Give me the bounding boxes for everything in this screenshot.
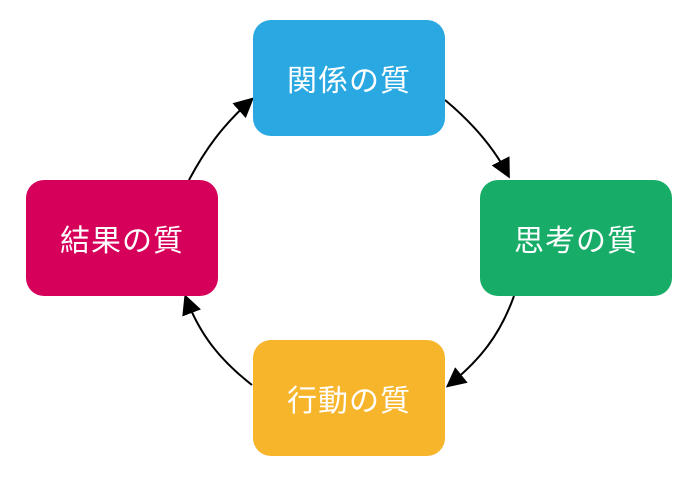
arrow-thinking-to-action xyxy=(445,295,515,388)
node-action-quality: 行動の質 xyxy=(253,340,445,456)
arrow-relationship-to-thinking xyxy=(444,99,510,179)
node-result-quality: 結果の質 xyxy=(26,180,218,296)
node-relationship-quality: 関係の質 xyxy=(253,20,445,136)
node-thinking-quality: 思考の質 xyxy=(480,180,672,296)
node-label: 行動の質 xyxy=(287,384,411,419)
node-label: 結果の質 xyxy=(60,224,184,259)
arrow-result-to-relationship xyxy=(188,97,254,181)
arrow-action-to-result xyxy=(182,294,253,386)
node-label: 関係の質 xyxy=(287,64,411,99)
node-label: 思考の質 xyxy=(514,224,638,259)
